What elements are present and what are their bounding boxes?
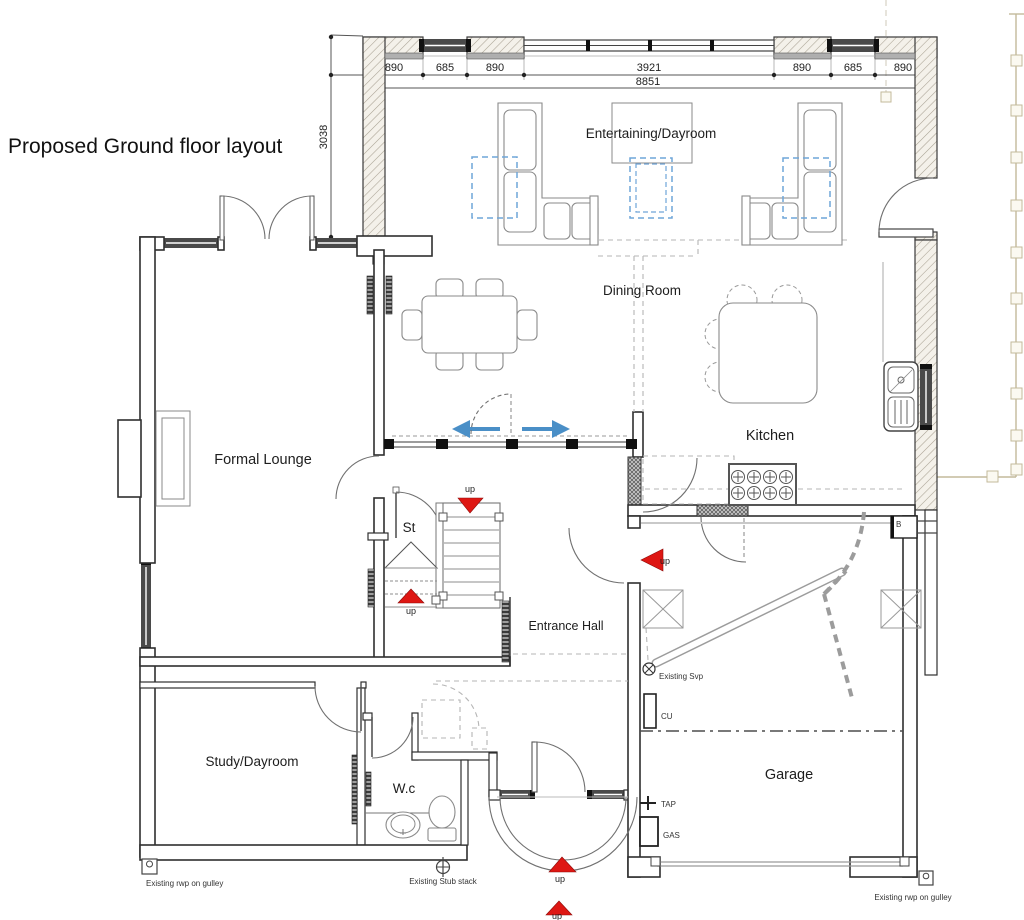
dimension-lines: 890 685 890 3921 890 685 890 8851 3038 <box>318 34 937 240</box>
door-store <box>392 486 443 539</box>
boiler-box <box>890 515 937 539</box>
doors <box>219 177 934 793</box>
annotation-labels: up up up up up Existing Svp CU TAP GAS B… <box>146 484 952 920</box>
room-labels: Entertaining/Dayroom Dining Room Kitchen… <box>205 126 813 796</box>
kitchen-sink <box>882 262 919 432</box>
label-lounge: Formal Lounge <box>214 452 312 468</box>
coffee-table <box>611 102 693 164</box>
tap-symbol <box>640 796 656 810</box>
door-hall-kitchen <box>642 457 698 513</box>
drainage-symbols <box>141 857 934 886</box>
stairs-up-arrow-bottom <box>397 588 425 604</box>
window-lounge-north-right <box>311 238 363 248</box>
window-top-glazing <box>523 39 775 52</box>
label-boiler: B <box>896 520 901 529</box>
understair-triangle <box>383 541 439 569</box>
page-title: Proposed Ground floor layout <box>8 135 282 158</box>
slide-direction-arrows <box>452 420 570 438</box>
old-door-swing-dashed <box>470 393 512 435</box>
fireplace <box>155 410 191 507</box>
basin <box>385 811 421 839</box>
consumer-unit-symbol <box>643 693 657 729</box>
dim-890-2: 890 <box>486 62 504 74</box>
hob <box>728 463 797 506</box>
window-porch-sidelights <box>495 790 629 799</box>
dim-890-3: 890 <box>793 62 811 74</box>
house-walls <box>117 235 938 878</box>
site-reference-line <box>880 0 892 103</box>
svp-symbol <box>642 662 656 676</box>
dim-side-3038: 3038 <box>318 125 330 149</box>
door-kitchen-garage <box>700 516 747 563</box>
garage-step-up-arrow <box>640 548 664 572</box>
rwp-gulley-left <box>141 858 158 875</box>
label-tap: TAP <box>661 800 676 809</box>
window-top-right <box>827 39 879 52</box>
proposed-items-blue-dashed <box>471 156 831 219</box>
kitchen-table-set <box>704 284 818 404</box>
window-kitchen-east <box>920 364 932 430</box>
sofa-right <box>741 102 843 246</box>
stub-stack-symbol <box>435 857 451 877</box>
dim-3921: 3921 <box>637 62 661 74</box>
up-arrows <box>397 497 664 916</box>
garage-features <box>639 515 937 867</box>
gas-meter-symbol <box>639 816 659 847</box>
dim-685-1: 685 <box>436 62 454 74</box>
window-lounge-west <box>141 560 151 652</box>
fence-posts <box>986 54 1023 483</box>
new-blockwork-pier <box>627 456 642 506</box>
staircase <box>367 502 504 609</box>
label-entertaining: Entertaining/Dayroom <box>586 126 717 141</box>
boundary-fence <box>880 0 1024 483</box>
label-dining: Dining Room <box>603 283 681 298</box>
door-entertaining-kitchen <box>878 177 934 238</box>
label-hall: Entrance Hall <box>528 619 603 633</box>
toilet <box>428 795 456 829</box>
up-label-garage: up <box>660 556 670 566</box>
door-hall-garage <box>568 527 625 584</box>
label-study: Study/Dayroom <box>205 754 298 769</box>
up-label-porch-2: up <box>552 911 562 920</box>
french-doors-lounge <box>219 195 315 241</box>
window-lounge-north-left <box>159 238 223 248</box>
garage-door <box>650 856 910 867</box>
label-store: St <box>403 520 416 535</box>
sofa-left <box>497 102 599 246</box>
porch-step-arrow-1 <box>548 856 577 873</box>
rooflight-pads <box>642 589 922 629</box>
door-study <box>314 685 362 733</box>
label-gas: GAS <box>663 831 680 840</box>
radiators <box>351 275 510 825</box>
sliding-door-assembly <box>384 393 637 449</box>
rwp-gulley-right <box>918 870 934 886</box>
label-kitchen: Kitchen <box>746 428 794 444</box>
extension-walls <box>362 36 938 511</box>
up-label-stairs-top: up <box>465 484 475 494</box>
door-hall-lounge <box>335 455 380 500</box>
dim-685-2: 685 <box>844 62 862 74</box>
dim-890-1: 890 <box>385 62 403 74</box>
label-rwp-right: Existing rwp on gulley <box>874 893 951 902</box>
label-wc: W.c <box>393 781 416 796</box>
stairs-up-arrow-top <box>457 497 484 514</box>
door-wc <box>371 716 414 759</box>
label-rwp-left: Existing rwp on gulley <box>146 879 223 888</box>
wc-fixtures <box>365 795 457 842</box>
window-top-left <box>419 39 471 52</box>
label-garage: Garage <box>765 767 813 783</box>
dim-890-4: 890 <box>894 62 912 74</box>
label-existing-svp: Existing Svp <box>659 672 704 681</box>
door-front-entrance <box>531 741 586 793</box>
new-blockwork-threshold <box>696 504 749 517</box>
porch-step-arrow-2 <box>545 900 573 916</box>
dining-table-set <box>401 278 538 371</box>
up-label-stairs-bottom: up <box>406 606 416 616</box>
label-stub-stack: Existing Stub stack <box>409 877 478 886</box>
dim-total-8851: 8851 <box>636 76 660 88</box>
label-cu: CU <box>661 712 673 721</box>
up-label-porch-1: up <box>555 874 565 884</box>
